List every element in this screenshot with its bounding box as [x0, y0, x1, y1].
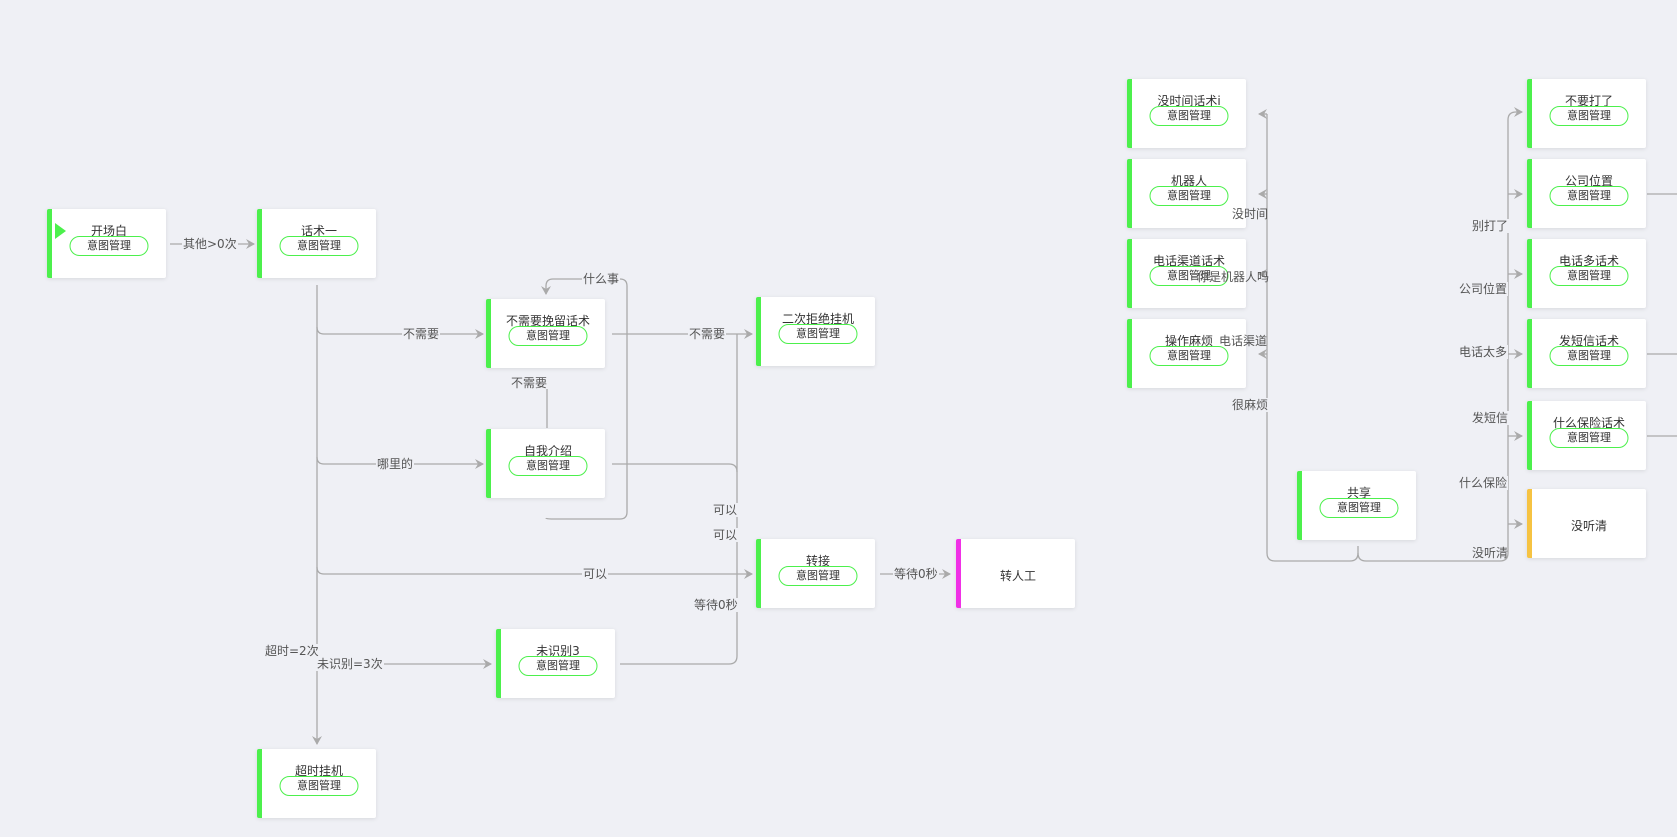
intent-manage-button[interactable]: 意图管理 — [1149, 346, 1229, 366]
edge-label: 不需要 — [688, 327, 727, 341]
intent-manage-button[interactable]: 意图管理 — [778, 566, 858, 586]
node-title: 不需要挽留话术 — [505, 314, 590, 328]
node-title: 共享 — [1346, 486, 1371, 500]
start-play-icon — [55, 223, 66, 239]
node-title: 二次拒绝挂机 — [781, 312, 854, 326]
edge-label: 什么保险 — [1458, 476, 1509, 490]
edge-label: 不需要 — [511, 376, 548, 390]
node-title: 没听清 — [1570, 519, 1607, 533]
node-title: 未识别3 — [536, 644, 580, 658]
edge-label: 什么事 — [582, 272, 621, 286]
intent-manage-button[interactable]: 意图管理 — [518, 656, 598, 676]
intent-manage-button[interactable]: 意图管理 — [1319, 498, 1399, 518]
edge-retain-loop — [541, 278, 628, 520]
edge-right-bus-left — [1266, 114, 1359, 562]
node-title: 转人工 — [999, 569, 1036, 583]
node-unrecognized-3[interactable]: 未识别3 意图管理 — [496, 629, 615, 698]
node-title: 操作麻烦 — [1164, 334, 1213, 348]
node-title: 转接 — [805, 554, 830, 568]
intent-manage-button[interactable]: 意图管理 — [1549, 428, 1629, 448]
node-share[interactable]: 共享 意图管理 — [1297, 471, 1416, 540]
node-script-1[interactable]: 话术一 意图管理 — [257, 209, 376, 278]
intent-manage-button[interactable]: 意图管理 — [1549, 186, 1629, 206]
node-title: 电话多话术 — [1558, 254, 1619, 268]
intent-manage-button[interactable]: 意图管理 — [508, 456, 588, 476]
intent-manage-button[interactable]: 意图管理 — [69, 236, 149, 256]
edge-label: 发短信 — [1471, 411, 1510, 425]
edge-script1-to-retain — [316, 326, 484, 339]
node-robot[interactable]: 机器人 意图管理 — [1127, 159, 1246, 228]
node-to-human[interactable]: 转人工 — [956, 539, 1075, 608]
edge-label: 等待0秒 — [693, 598, 739, 612]
intent-manage-button[interactable]: 意图管理 — [1549, 106, 1629, 126]
node-too-many-calls[interactable]: 电话多话术 意图管理 — [1527, 239, 1646, 308]
edge-label: 电话渠道 — [1219, 334, 1268, 348]
node-what-insurance[interactable]: 什么保险话术 意图管理 — [1527, 401, 1646, 470]
node-title: 不要打了 — [1564, 94, 1613, 108]
node-retain-script[interactable]: 不需要挽留话术 意图管理 — [486, 299, 605, 368]
intent-manage-button[interactable]: 意图管理 — [778, 324, 858, 344]
edge-label: 等待0秒 — [893, 567, 939, 581]
node-title: 话术一 — [300, 224, 337, 238]
node-phone-channel[interactable]: 电话渠道话术 意图管理 — [1127, 239, 1246, 308]
node-title: 机器人 — [1170, 174, 1207, 188]
node-company-location[interactable]: 公司位置 意图管理 — [1527, 159, 1646, 228]
edge-label: 电话太多 — [1458, 345, 1509, 359]
edge-label: 很麻烦 — [1231, 398, 1270, 412]
intent-manage-button[interactable]: 意图管理 — [508, 326, 588, 346]
node-title: 公司位置 — [1564, 174, 1613, 188]
node-no-time[interactable]: 没时间话术i 意图管理 — [1127, 79, 1246, 148]
edge-script1-to-intro — [316, 456, 484, 469]
edge-script1-to-transfer — [316, 566, 753, 579]
edge-label: 可以 — [712, 528, 739, 542]
edge-label: 你是机器人吗 — [1197, 270, 1270, 284]
node-title: 自我介绍 — [523, 444, 572, 458]
node-timeout-hangup[interactable]: 超时挂机 意图管理 — [257, 749, 376, 818]
edge-label: 没听清 — [1472, 546, 1509, 560]
edge-right-bus — [1357, 107, 1523, 562]
intent-manage-button[interactable]: 意图管理 — [1149, 106, 1229, 126]
node-title: 没时间话术i — [1157, 94, 1221, 108]
intent-manage-button[interactable]: 意图管理 — [1549, 266, 1629, 286]
node-send-sms[interactable]: 发短信话术 意图管理 — [1527, 319, 1646, 388]
intent-manage-button[interactable]: 意图管理 — [1549, 346, 1629, 366]
intent-manage-button[interactable]: 意图管理 — [279, 236, 359, 256]
node-title: 电话渠道话术 — [1152, 254, 1225, 268]
node-dont-call[interactable]: 不要打了 意图管理 — [1527, 79, 1646, 148]
edge-label: 不需要 — [402, 327, 441, 341]
edge-label: 可以 — [712, 503, 739, 517]
node-title: 什么保险话术 — [1552, 416, 1625, 430]
edge-label: 可以 — [582, 567, 609, 581]
node-trouble[interactable]: 操作麻烦 意图管理 — [1127, 319, 1246, 388]
edge-merge-vertical — [620, 334, 738, 665]
edge-label: 其他>0次 — [182, 237, 238, 251]
edge-label: 未识别=3次 — [316, 657, 384, 671]
intent-manage-button[interactable]: 意图管理 — [1149, 266, 1229, 286]
node-opening[interactable]: 开场白 意图管理 — [47, 209, 166, 278]
node-didnt-hear[interactable]: 没听清 — [1527, 489, 1646, 558]
edge-label: 哪里的 — [376, 457, 415, 471]
edge-label: 没时间 — [1232, 207, 1269, 221]
node-self-intro[interactable]: 自我介绍 意图管理 — [486, 429, 605, 498]
edge-label: 别打了 — [1471, 219, 1510, 233]
node-title: 发短信话术 — [1558, 334, 1619, 348]
edge-label: 超时=2次 — [264, 644, 320, 658]
node-title: 超时挂机 — [294, 764, 343, 778]
edge-label: 公司位置 — [1458, 282, 1509, 296]
intent-manage-button[interactable]: 意图管理 — [1149, 186, 1229, 206]
node-second-reject[interactable]: 二次拒绝挂机 意图管理 — [756, 297, 875, 366]
node-title: 开场白 — [90, 224, 127, 238]
intent-manage-button[interactable]: 意图管理 — [279, 776, 359, 796]
edge-intro-to-merge — [612, 463, 738, 473]
node-transfer[interactable]: 转接 意图管理 — [756, 539, 875, 608]
